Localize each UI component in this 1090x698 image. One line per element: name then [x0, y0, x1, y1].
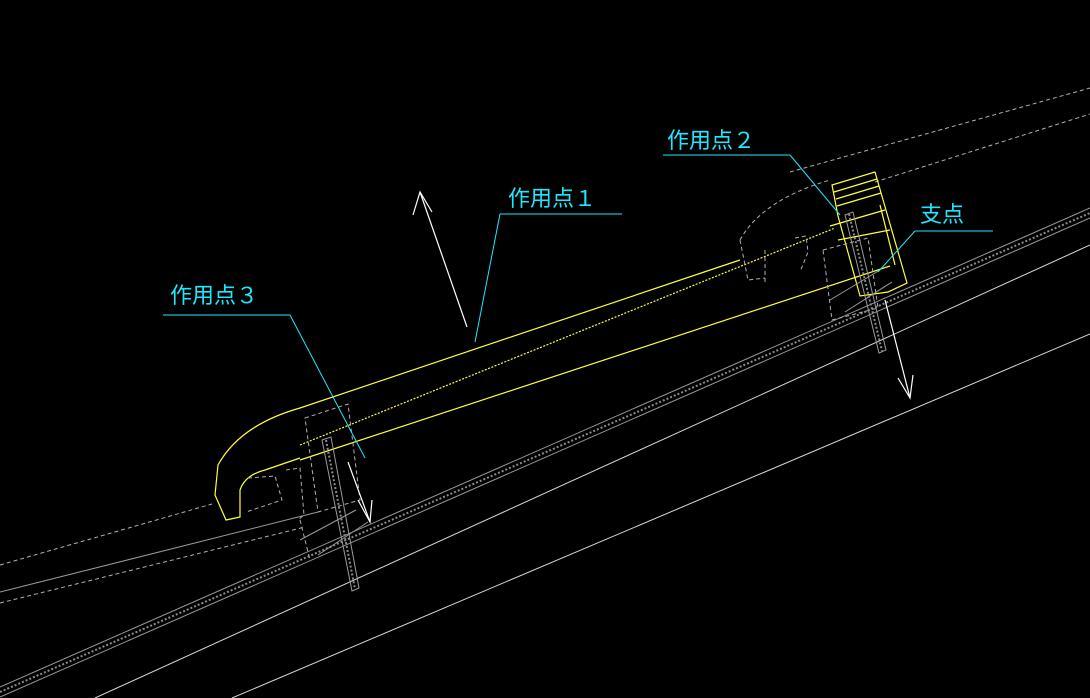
ridge-cap	[214, 209, 891, 521]
label-point3-text: 作用点３	[170, 284, 258, 309]
label-point2-text: 作用点２	[667, 129, 755, 154]
roof-lines	[0, 87, 1090, 698]
nail-left	[321, 436, 360, 592]
label-point1: 作用点１	[474, 187, 622, 343]
arrow-down-left	[347, 461, 373, 525]
hatched-board	[0, 207, 1090, 698]
tile-profile-right	[739, 179, 893, 321]
ridge-block	[831, 171, 908, 297]
tile-profile-left	[245, 403, 369, 561]
nail-right	[844, 211, 887, 354]
arrow-up	[412, 190, 468, 328]
label-fulcrum: 支点	[877, 203, 993, 273]
label-fulcrum-text: 支点	[920, 203, 964, 228]
label-point2: 作用点２	[663, 129, 841, 216]
arrow-down-right	[884, 299, 914, 400]
label-point1-text: 作用点１	[508, 187, 596, 212]
label-point3: 作用点３	[163, 284, 366, 459]
